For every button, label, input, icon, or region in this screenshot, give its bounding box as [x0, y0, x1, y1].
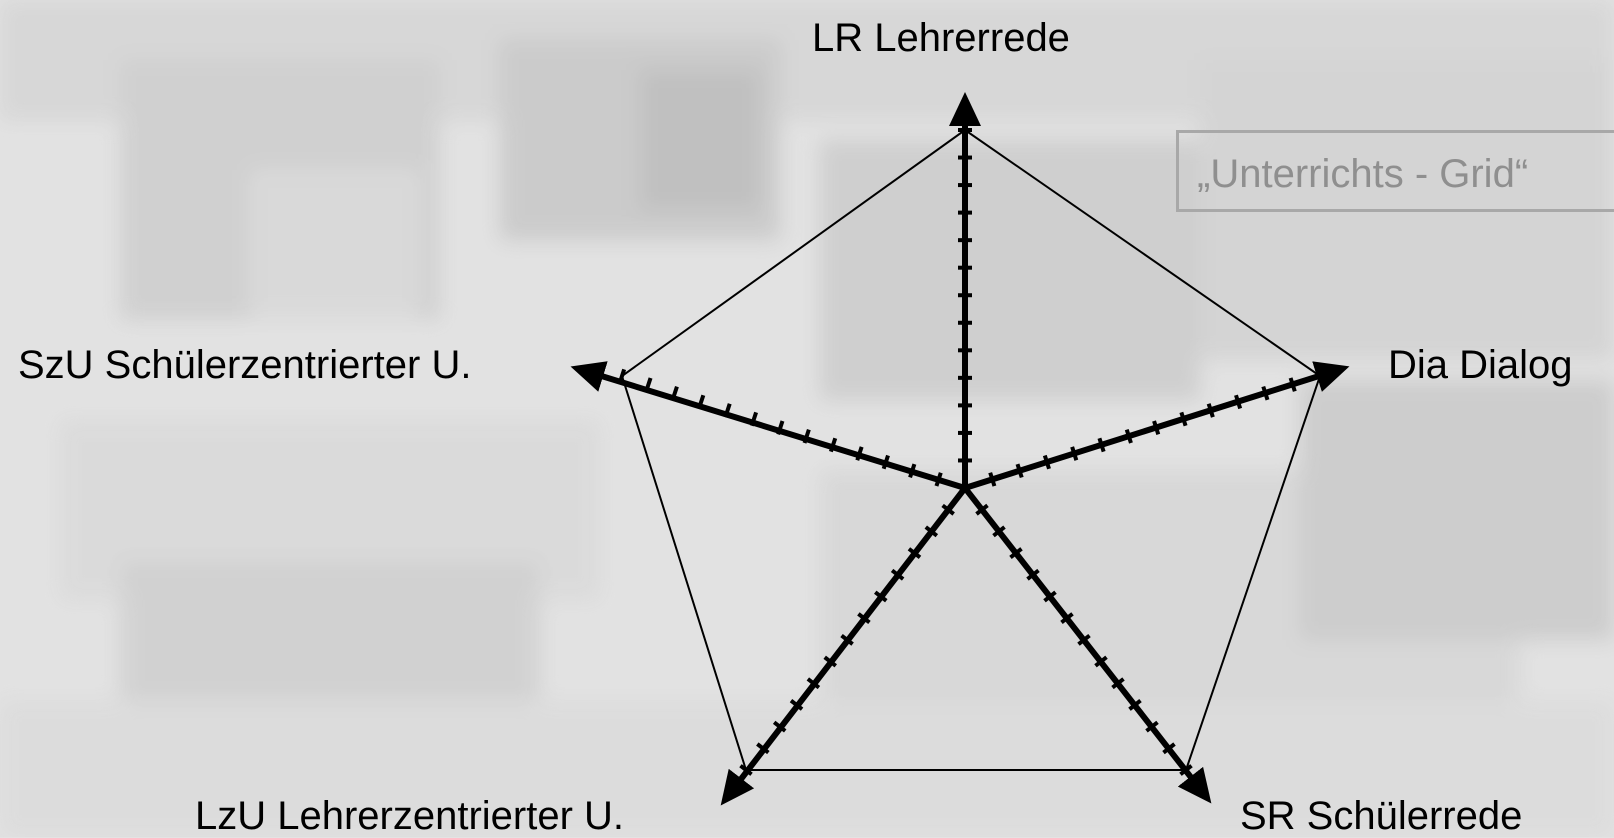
axis-tick-schuelerzentrierter-unterricht [829, 437, 838, 453]
axis-tick-lehrerzentrierter-unterricht [857, 612, 871, 625]
axis-tick-dialog [1261, 385, 1270, 401]
axis-tick-dialog [1152, 420, 1161, 435]
axis-label-schuelerrede: SR Schülerrede [1240, 794, 1523, 838]
axis-tick-schuelerzentrierter-unterricht [723, 403, 732, 418]
axis-tick-dialog [1124, 429, 1133, 444]
axis-tick-lehrerzentrierter-unterricht [924, 525, 939, 538]
title-box: „Unterrichts - Grid“ [1176, 130, 1614, 212]
axis-tick-schuelerrede [975, 503, 989, 516]
axis-tick-schuelerzentrierter-unterricht [802, 429, 811, 444]
axis-tick-dialog [1179, 411, 1188, 427]
axis-tick-dialog [1042, 454, 1051, 470]
axis-tick-lehrerzentrierter-unterricht [806, 677, 821, 690]
axis-tick-lehrerzentrierter-unterricht [907, 547, 922, 559]
axis-tick-schuelerzentrierter-unterricht [776, 420, 785, 435]
axis-tick-dialog [1234, 394, 1243, 410]
axis-tick-schuelerrede [1094, 655, 1108, 668]
axis-label-lehrerzentrierter-unterricht: LzU Lehrerzentrierter U. [195, 794, 625, 838]
axis-tick-lehrerzentrierter-unterricht [772, 720, 787, 733]
axis-tick-schuelerzentrierter-unterricht [644, 377, 653, 392]
axis-tick-lehrerzentrierter-unterricht [890, 568, 905, 581]
axis-tick-schuelerrede [1128, 699, 1142, 711]
axis-tick-schuelerrede [1026, 568, 1040, 581]
diagram-title: „Unterrichts - Grid“ [1197, 152, 1529, 196]
axis-tick-dialog [1097, 437, 1106, 453]
axis-tick-schuelerzentrierter-unterricht [855, 446, 864, 461]
axis-tick-schuelerzentrierter-unterricht [908, 463, 917, 479]
axis-tick-dialog [1206, 403, 1215, 418]
axis-tick-schuelerzentrierter-unterricht [670, 385, 679, 401]
axis-tick-schuelerzentrierter-unterricht [617, 368, 627, 384]
axis-tick-schuelerrede [1145, 720, 1159, 733]
axis-tick-dialog [1070, 446, 1079, 461]
axis-tick-lehrerzentrierter-unterricht [739, 764, 753, 776]
axis-label-lehrerrede: LR Lehrerrede [812, 16, 1070, 60]
axis-arrow-lehrerzentrierter-unterricht [720, 486, 968, 806]
pentagon-outline [620, 128, 1322, 771]
axis-tick-schuelerrede [992, 525, 1006, 538]
axis-tick-schuelerzentrierter-unterricht [697, 394, 706, 410]
axis-arrow-dialog [964, 361, 1350, 491]
axis-label-schuelerzentrierter-unterricht: SzU Schülerzentrierter U. [18, 343, 472, 387]
axis-tick-schuelerrede [1179, 764, 1193, 776]
axis-tick-dialog [988, 472, 997, 487]
axis-tick-dialog [1015, 463, 1024, 479]
axis-tick-lehrerzentrierter-unterricht [789, 699, 804, 711]
axis-tick-schuelerrede [1009, 547, 1023, 559]
axis-tick-lehrerzentrierter-unterricht [756, 742, 770, 755]
axis-tick-lehrerzentrierter-unterricht [874, 590, 888, 603]
axis-tick-lehrerzentrierter-unterricht [941, 503, 955, 516]
axis-tick-schuelerzentrierter-unterricht [881, 454, 890, 470]
axis-tick-dialog [1315, 368, 1325, 384]
axis-tick-schuelerrede [1162, 742, 1176, 755]
axis-tick-schuelerrede [1077, 633, 1091, 646]
axis-label-dialog: Dia Dialog [1388, 343, 1573, 387]
axis-tick-schuelerrede [1043, 590, 1057, 603]
axis-tick-lehrerzentrierter-unterricht [840, 633, 854, 646]
axis-tick-lehrerzentrierter-unterricht [823, 655, 837, 668]
axis-tick-schuelerzentrierter-unterricht [934, 472, 943, 487]
axis-tick-schuelerrede [1060, 612, 1074, 625]
axis-tick-dialog [1288, 377, 1297, 392]
axis-tick-schuelerzentrierter-unterricht [749, 411, 758, 427]
axis-tick-schuelerrede [1111, 677, 1125, 690]
